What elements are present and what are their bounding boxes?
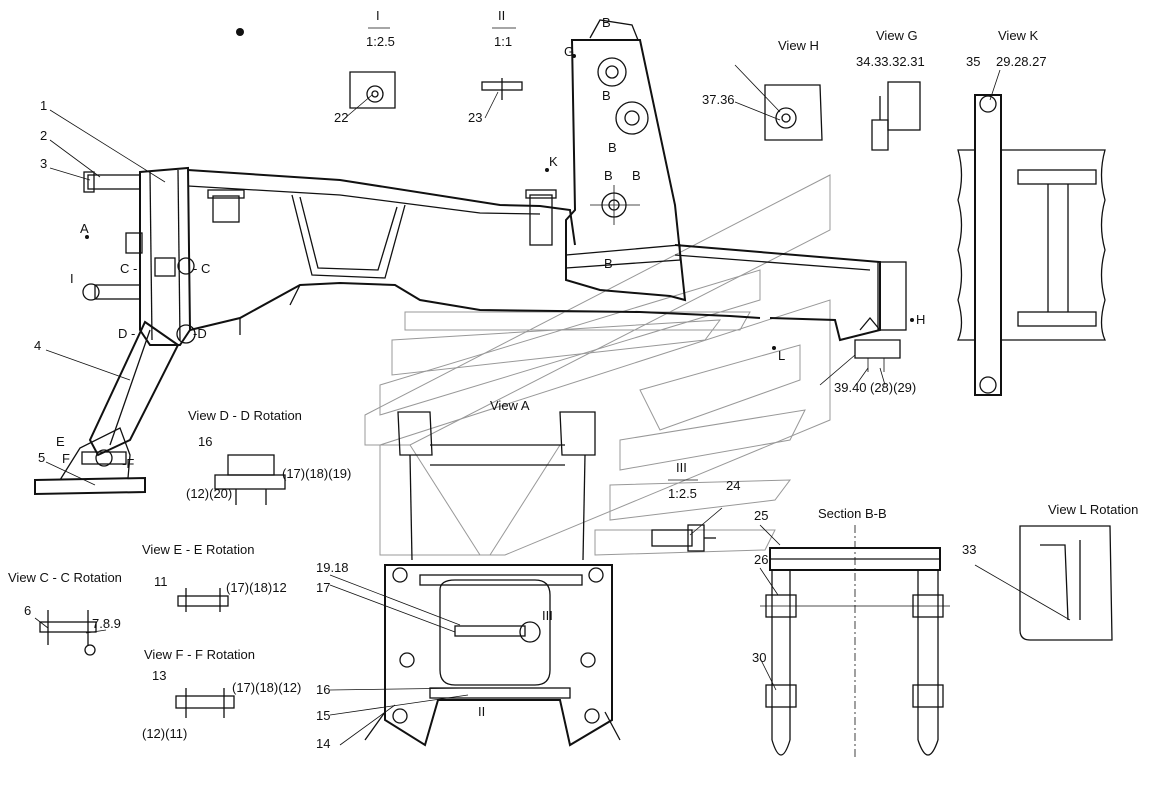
- detail-i-roman: I: [376, 8, 380, 23]
- marker-c-right: - C: [193, 261, 210, 276]
- marker-e: E: [56, 434, 65, 449]
- callout-13: 13: [152, 668, 166, 683]
- view-e-e: View E - E Rotation (17)(18)12: [142, 542, 287, 612]
- callout-dd-17-19: (17)(18)(19): [282, 466, 351, 481]
- marker-k: K: [549, 154, 558, 169]
- detail-iii: III 1:2.5: [651, 460, 716, 552]
- callout-5: 5: [38, 450, 45, 465]
- view-l-title: View L Rotation: [1048, 502, 1138, 517]
- view-g-title: View G: [876, 28, 918, 43]
- detail-ii-ratio: 1:1: [494, 34, 512, 49]
- callout-ff-12-11: (12)(11): [142, 726, 187, 741]
- callout-23: 25: [754, 508, 768, 523]
- detail-i-ratio: 1:2.5: [366, 34, 395, 49]
- callout-17: 17: [316, 580, 330, 595]
- callout-20: 22: [334, 110, 348, 125]
- marker-b-5: B: [632, 168, 641, 183]
- marker-g: G: [564, 44, 574, 59]
- callout-14: 14: [316, 736, 330, 751]
- marker-ii-view-a: II: [478, 704, 485, 719]
- marker-b-6: B: [604, 256, 613, 271]
- callout-ee-17-12: (17)(18)12: [226, 580, 287, 595]
- callout-numbers: 1 2 3 4 5 6 7.8.9 11 13 14 15 16 17 22 2…: [24, 54, 1047, 751]
- view-c-c: View C - C Rotation: [8, 570, 122, 656]
- callout-16: 16: [316, 682, 330, 697]
- callout-30: 35: [966, 54, 980, 69]
- callout-22: 24: [726, 478, 740, 493]
- marker-iii-view-a: III: [542, 608, 553, 623]
- view-a: View A III II: [364, 398, 621, 747]
- marker-b-3: B: [608, 140, 617, 155]
- section-b-b: Section B-B: [760, 506, 950, 760]
- detail-iii-ratio: 1:2.5: [668, 486, 697, 501]
- callout-6: 6: [24, 603, 31, 618]
- callout-dd-12-20: (12)(20): [186, 486, 232, 501]
- callout-ff-17-12: (17)(18)(12): [232, 680, 301, 695]
- marker-f-left: F: [62, 451, 70, 466]
- view-dd-title: View D - D Rotation: [188, 408, 302, 423]
- callout-15: 15: [316, 708, 330, 723]
- callout-19-18: 19.18: [316, 560, 349, 575]
- marker-h: H: [916, 312, 925, 327]
- detail-i: I 1:2.5: [349, 8, 396, 109]
- marker-l: L: [778, 348, 785, 363]
- callout-3: 3: [40, 156, 47, 171]
- view-h: View H: [764, 38, 823, 141]
- callout-1: 1: [40, 98, 47, 113]
- callout-26: 33: [962, 542, 976, 557]
- callout-39-40: 39.40: [834, 380, 867, 395]
- callout-7-8-9: 7.8.9: [92, 616, 121, 631]
- marker-b-4: B: [604, 168, 613, 183]
- view-h-title: View H: [778, 38, 819, 53]
- callout-37-36: 37.36: [702, 92, 735, 107]
- callout-21: 23: [468, 110, 482, 125]
- marker-d-left: D -: [118, 326, 135, 341]
- marker-c-left: C -: [120, 261, 137, 276]
- detail-iii-roman: III: [676, 460, 687, 475]
- detail-ii: II 1:1: [481, 8, 523, 100]
- detail-ii-roman: II: [498, 8, 505, 23]
- marker-d-right: -D: [193, 326, 207, 341]
- callout-34-31: 34.33.32.31: [856, 54, 925, 69]
- view-ee-title: View E - E Rotation: [142, 542, 254, 557]
- frame-side-view: [34, 19, 914, 496]
- marker-b-1: B: [602, 15, 611, 30]
- callout-28-29: (28)(29): [870, 380, 916, 395]
- callout-29-27: 29.28.27: [996, 54, 1047, 69]
- view-k-title: View K: [998, 28, 1039, 43]
- view-g: View G: [871, 28, 921, 151]
- callout-2: 2: [40, 128, 47, 143]
- callout-dd-16-12: 16: [198, 434, 212, 449]
- callout-24: 26: [754, 552, 768, 567]
- callout-11: 11: [154, 574, 168, 589]
- view-cc-title: View C - C Rotation: [8, 570, 122, 585]
- section-markers: A C - - C D - -D I E F -F G K H L B B B …: [56, 15, 925, 471]
- view-d-d: View D - D Rotation 16 (12)(20) (17)(18)…: [186, 408, 351, 505]
- marker-a: A: [80, 221, 89, 236]
- watermark-logo: [364, 174, 831, 556]
- section-bb-title: Section B-B: [818, 506, 887, 521]
- marker-i: I: [70, 271, 74, 286]
- view-l: View L Rotation: [1019, 502, 1138, 641]
- marker-b-2: B: [602, 88, 611, 103]
- view-a-title: View A: [490, 398, 530, 413]
- callout-4: 4: [34, 338, 41, 353]
- view-ff-title: View F - F Rotation: [144, 647, 255, 662]
- view-k: View K: [956, 28, 1107, 396]
- marker-f-right: -F: [122, 456, 134, 471]
- view-f-f: View F - F Rotation (17)(18)(12) (12)(11…: [142, 647, 301, 741]
- callout-25: 30: [752, 650, 766, 665]
